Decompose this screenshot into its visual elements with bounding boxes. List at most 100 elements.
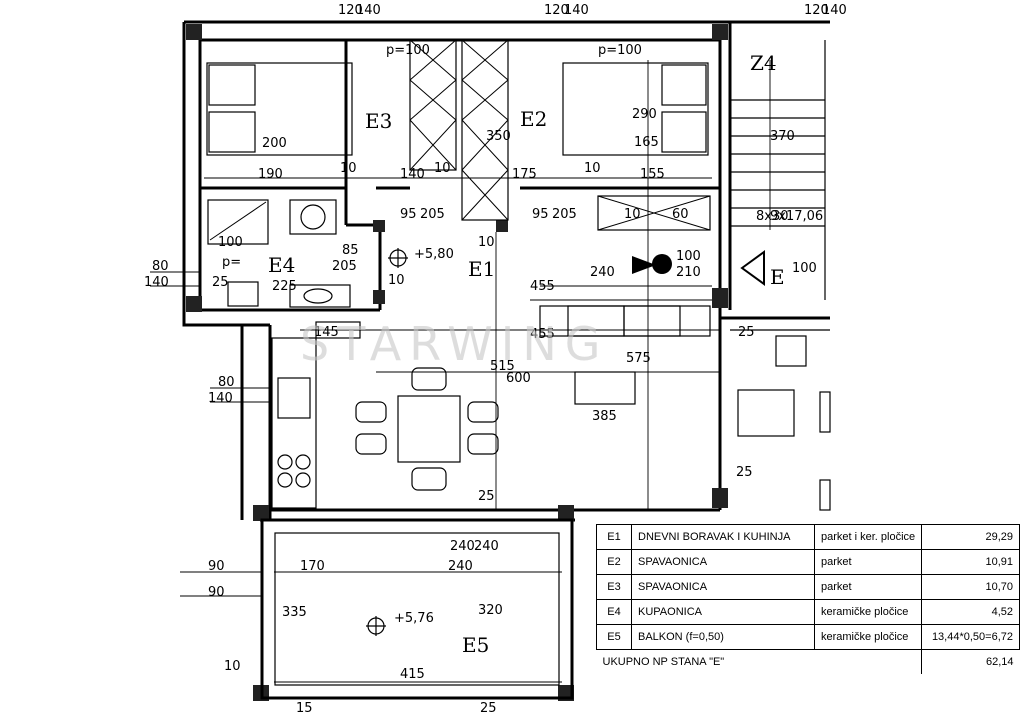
legend-total-value: 62,14 xyxy=(921,649,1020,674)
table-row: E3 SPAVAONICA parket 10,70 xyxy=(596,574,1020,600)
dim-10: 10 xyxy=(388,273,405,288)
dim-15: 15 xyxy=(296,701,313,715)
legend-total-label: UKUPNO NP STANA "E" xyxy=(596,649,923,674)
dim-bed-right-h: 290 xyxy=(632,107,657,122)
watermark: STARWING xyxy=(300,317,608,371)
stair-8x30: 8x30 xyxy=(756,209,789,224)
legend-area: 13,44*0,50=6,72 xyxy=(921,624,1020,650)
dim-205: 205 xyxy=(332,259,357,274)
legend-name: SPAVAONICA xyxy=(631,549,815,575)
room-label-e1: E1 xyxy=(468,257,495,281)
balcony xyxy=(260,518,574,700)
dim-240c: 240 xyxy=(448,559,473,574)
dimension-lines xyxy=(150,60,771,683)
dim-140b: 140 xyxy=(208,391,233,406)
dim-p-eq: p= xyxy=(222,255,241,270)
dim-80a: 80 xyxy=(152,259,169,274)
table-row: E4 KUPAONICA keramičke pločice 4,52 xyxy=(596,599,1020,625)
dim-155: 155 xyxy=(640,167,665,182)
dim-515: 515 xyxy=(490,359,515,374)
dim-bed-right-w: 165 xyxy=(634,135,659,150)
bathroom-fixtures xyxy=(207,199,351,308)
dim-shaft-10: 10 xyxy=(624,207,641,222)
dim-shaft-60: 60 xyxy=(672,207,689,222)
legend-floor: keramičke pločice xyxy=(813,599,923,625)
dim-240b: 240 xyxy=(474,539,499,554)
wardrobe-right xyxy=(461,39,509,221)
stair-9x17: 9x17,06 xyxy=(770,209,823,224)
dim-top-b: 140 xyxy=(356,3,381,18)
dim-90a: 90 xyxy=(208,559,225,574)
dim-600: 600 xyxy=(506,371,531,386)
shaft xyxy=(597,195,711,231)
legend-code: E2 xyxy=(596,549,632,575)
stairs xyxy=(730,40,826,300)
dim-190: 190 xyxy=(258,167,283,182)
dim-455a: 455 xyxy=(530,279,555,294)
dim-p-left: p=100 xyxy=(386,43,430,58)
room-label-z4: Z4 xyxy=(750,51,777,75)
legend-floor: parket xyxy=(813,549,923,575)
unit-marker: E xyxy=(770,265,785,289)
dim-100c: 100 xyxy=(792,261,817,276)
level-2: +5,76 xyxy=(394,611,434,626)
dim-25b: 25 xyxy=(738,325,755,340)
area-legend-table: E1 DNEVNI BORAVAK I KUHINJA parket i ker… xyxy=(596,524,1020,674)
legend-code: E1 xyxy=(596,524,632,550)
sofa xyxy=(539,305,711,405)
level-marker-1 xyxy=(388,248,408,268)
dim-25c: 25 xyxy=(736,465,753,480)
dim-210: 210 xyxy=(676,265,701,280)
dim-90b: 90 xyxy=(208,585,225,600)
dim-10b: 10 xyxy=(434,161,451,176)
dim-p-right: p=100 xyxy=(598,43,642,58)
room-label-e4: E4 xyxy=(268,253,295,277)
legend-name: BALKON (f=0,50) xyxy=(631,624,815,650)
table-row: E2 SPAVAONICA parket 10,91 xyxy=(596,549,1020,575)
dim-225: 225 xyxy=(272,279,297,294)
wardrobe-left xyxy=(409,39,457,171)
dim-25a: 25 xyxy=(212,275,229,290)
dim-415: 415 xyxy=(400,667,425,682)
dim-top-e: 120 xyxy=(804,3,829,18)
stair-370: 370 xyxy=(770,129,795,144)
legend-area: 10,70 xyxy=(921,574,1020,600)
dim-10b: 10 xyxy=(224,659,241,674)
dim-175: 175 xyxy=(512,167,537,182)
dim-25d: 25 xyxy=(478,489,495,504)
legend-name: KUPAONICA xyxy=(631,599,815,625)
legend-area: 10,91 xyxy=(921,549,1020,575)
dining-table xyxy=(355,367,499,491)
dim-145: 145 xyxy=(314,325,339,340)
kitchen-counter xyxy=(271,321,361,509)
dim-240: 240 xyxy=(590,265,615,280)
level-1: +5,80 xyxy=(414,247,454,262)
legend-floor: parket xyxy=(813,574,923,600)
dim-top-a: 120 xyxy=(338,3,363,18)
dim-85: 85 xyxy=(342,243,359,258)
legend-code: E3 xyxy=(596,574,632,600)
entrance-arrow xyxy=(632,250,765,286)
dim-140a: 140 xyxy=(144,275,169,290)
dim-10c: 10 xyxy=(584,161,601,176)
dim-10a: 10 xyxy=(340,161,357,176)
legend-name: SPAVAONICA xyxy=(631,574,815,600)
dim-335: 335 xyxy=(282,605,307,620)
dim-door-205b: 205 xyxy=(552,207,577,222)
neighbor-furniture xyxy=(737,335,831,511)
dim-100: 100 xyxy=(676,249,701,264)
dim-575: 575 xyxy=(626,351,651,366)
legend-area: 29,29 xyxy=(921,524,1020,550)
dim-door-95b: 95 xyxy=(532,207,549,222)
dim-100-p: 100 xyxy=(218,235,243,250)
legend-floor: keramičke pločice xyxy=(813,624,923,650)
legend-area: 4,52 xyxy=(921,599,1020,625)
dim-wardrobe-h: 350 xyxy=(486,129,511,144)
dim-door-95a: 95 xyxy=(400,207,417,222)
bed-right xyxy=(562,62,709,156)
table-row: E1 DNEVNI BORAVAK I KUHINJA parket i ker… xyxy=(596,524,1020,550)
legend-floor: parket i ker. pločice xyxy=(813,524,923,550)
dim-320: 320 xyxy=(478,603,503,618)
dim-top-c: 120 xyxy=(544,3,569,18)
room-label-e5: E5 xyxy=(462,633,489,657)
